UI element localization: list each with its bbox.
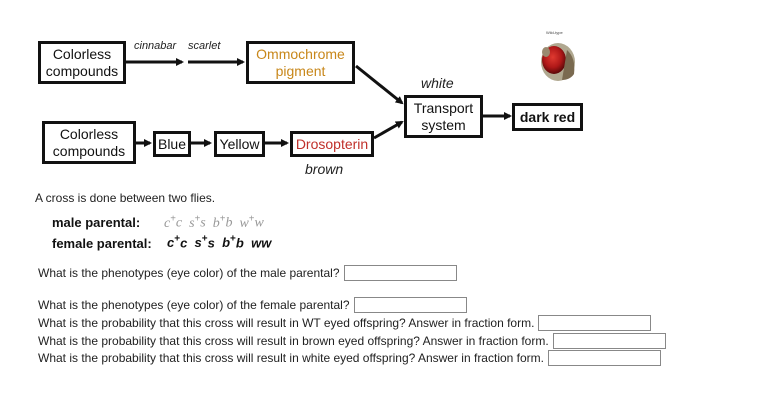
box-yellow: Yellow <box>214 131 265 157</box>
allele: c+ <box>164 213 176 231</box>
question-female-phenotype-text: What is the phenotypes (eye color) of th… <box>38 298 350 312</box>
allele: w <box>254 215 264 231</box>
question-female-phenotype: What is the phenotypes (eye color) of th… <box>38 297 467 313</box>
wild-type-label: Wild-type <box>546 30 563 35</box>
cross-intro-text: A cross is done between two flies. <box>35 191 216 205</box>
allele: s+ <box>189 213 201 231</box>
fly-eye-icon <box>541 43 575 81</box>
allele: w <box>261 235 272 251</box>
box-blue: Blue <box>153 131 191 157</box>
allele: b+ <box>222 234 236 251</box>
answer-brown-probability-input[interactable] <box>552 333 666 349</box>
male-parental-label: male parental: <box>52 215 141 230</box>
allele: c <box>180 235 188 251</box>
female-parental-label: female parental: <box>52 236 152 251</box>
arrow-ommochrome-to-transport <box>355 64 404 105</box>
box-colorless-compounds-top: Colorless compounds <box>38 41 126 84</box>
answer-wt-probability-input[interactable] <box>538 315 652 331</box>
allele: c+ <box>167 234 181 251</box>
label-cinnabar: cinnabar <box>134 40 177 52</box>
question-brown-probability: What is the probability that this cross … <box>38 333 666 349</box>
allele: b <box>225 215 233 231</box>
label-brown: brown <box>305 161 344 177</box>
question-brown-probability-text: What is the probability that this cross … <box>38 334 549 348</box>
box-ommochrome-pigment: Ommochrome pigment <box>246 41 355 84</box>
allele: s+ <box>194 234 208 251</box>
question-male-phenotype-text: What is the phenotypes (eye color) of th… <box>38 266 340 280</box>
box-dark-red: dark red <box>512 103 583 131</box>
question-wt-probability: What is the probability that this cross … <box>38 315 652 331</box>
label-scarlet: scarlet <box>188 40 221 52</box>
allele: b+ <box>212 213 226 231</box>
allele: c <box>175 215 183 231</box>
male-genotype: c+c s+s b+b w+w <box>164 213 264 232</box>
answer-white-probability-input[interactable] <box>548 350 661 366</box>
allele: b <box>235 235 244 251</box>
allele: s <box>200 215 206 231</box>
label-white: white <box>421 75 454 91</box>
box-drosopterin: Drosopterin <box>290 131 374 157</box>
allele: w <box>251 235 262 251</box>
answer-male-phenotype-input[interactable] <box>343 265 457 281</box>
question-wt-probability-text: What is the probability that this cross … <box>38 316 535 330</box>
wild-type-eye-image: Wild-type <box>532 30 580 84</box>
question-white-probability: What is the probability that this cross … <box>38 350 661 366</box>
allele: w+ <box>239 213 255 231</box>
box-colorless-compounds-bottom: Colorless compounds <box>42 121 136 164</box>
answer-female-phenotype-input[interactable] <box>353 297 467 313</box>
question-male-phenotype: What is the phenotypes (eye color) of th… <box>38 265 457 281</box>
female-genotype: c+c s+s b+b ww <box>167 234 271 250</box>
arrow-drosopterin-to-transport <box>373 120 404 140</box>
allele: s <box>207 235 215 251</box>
question-white-probability-text: What is the probability that this cross … <box>38 351 544 365</box>
box-transport-system: Transport system <box>404 95 483 138</box>
